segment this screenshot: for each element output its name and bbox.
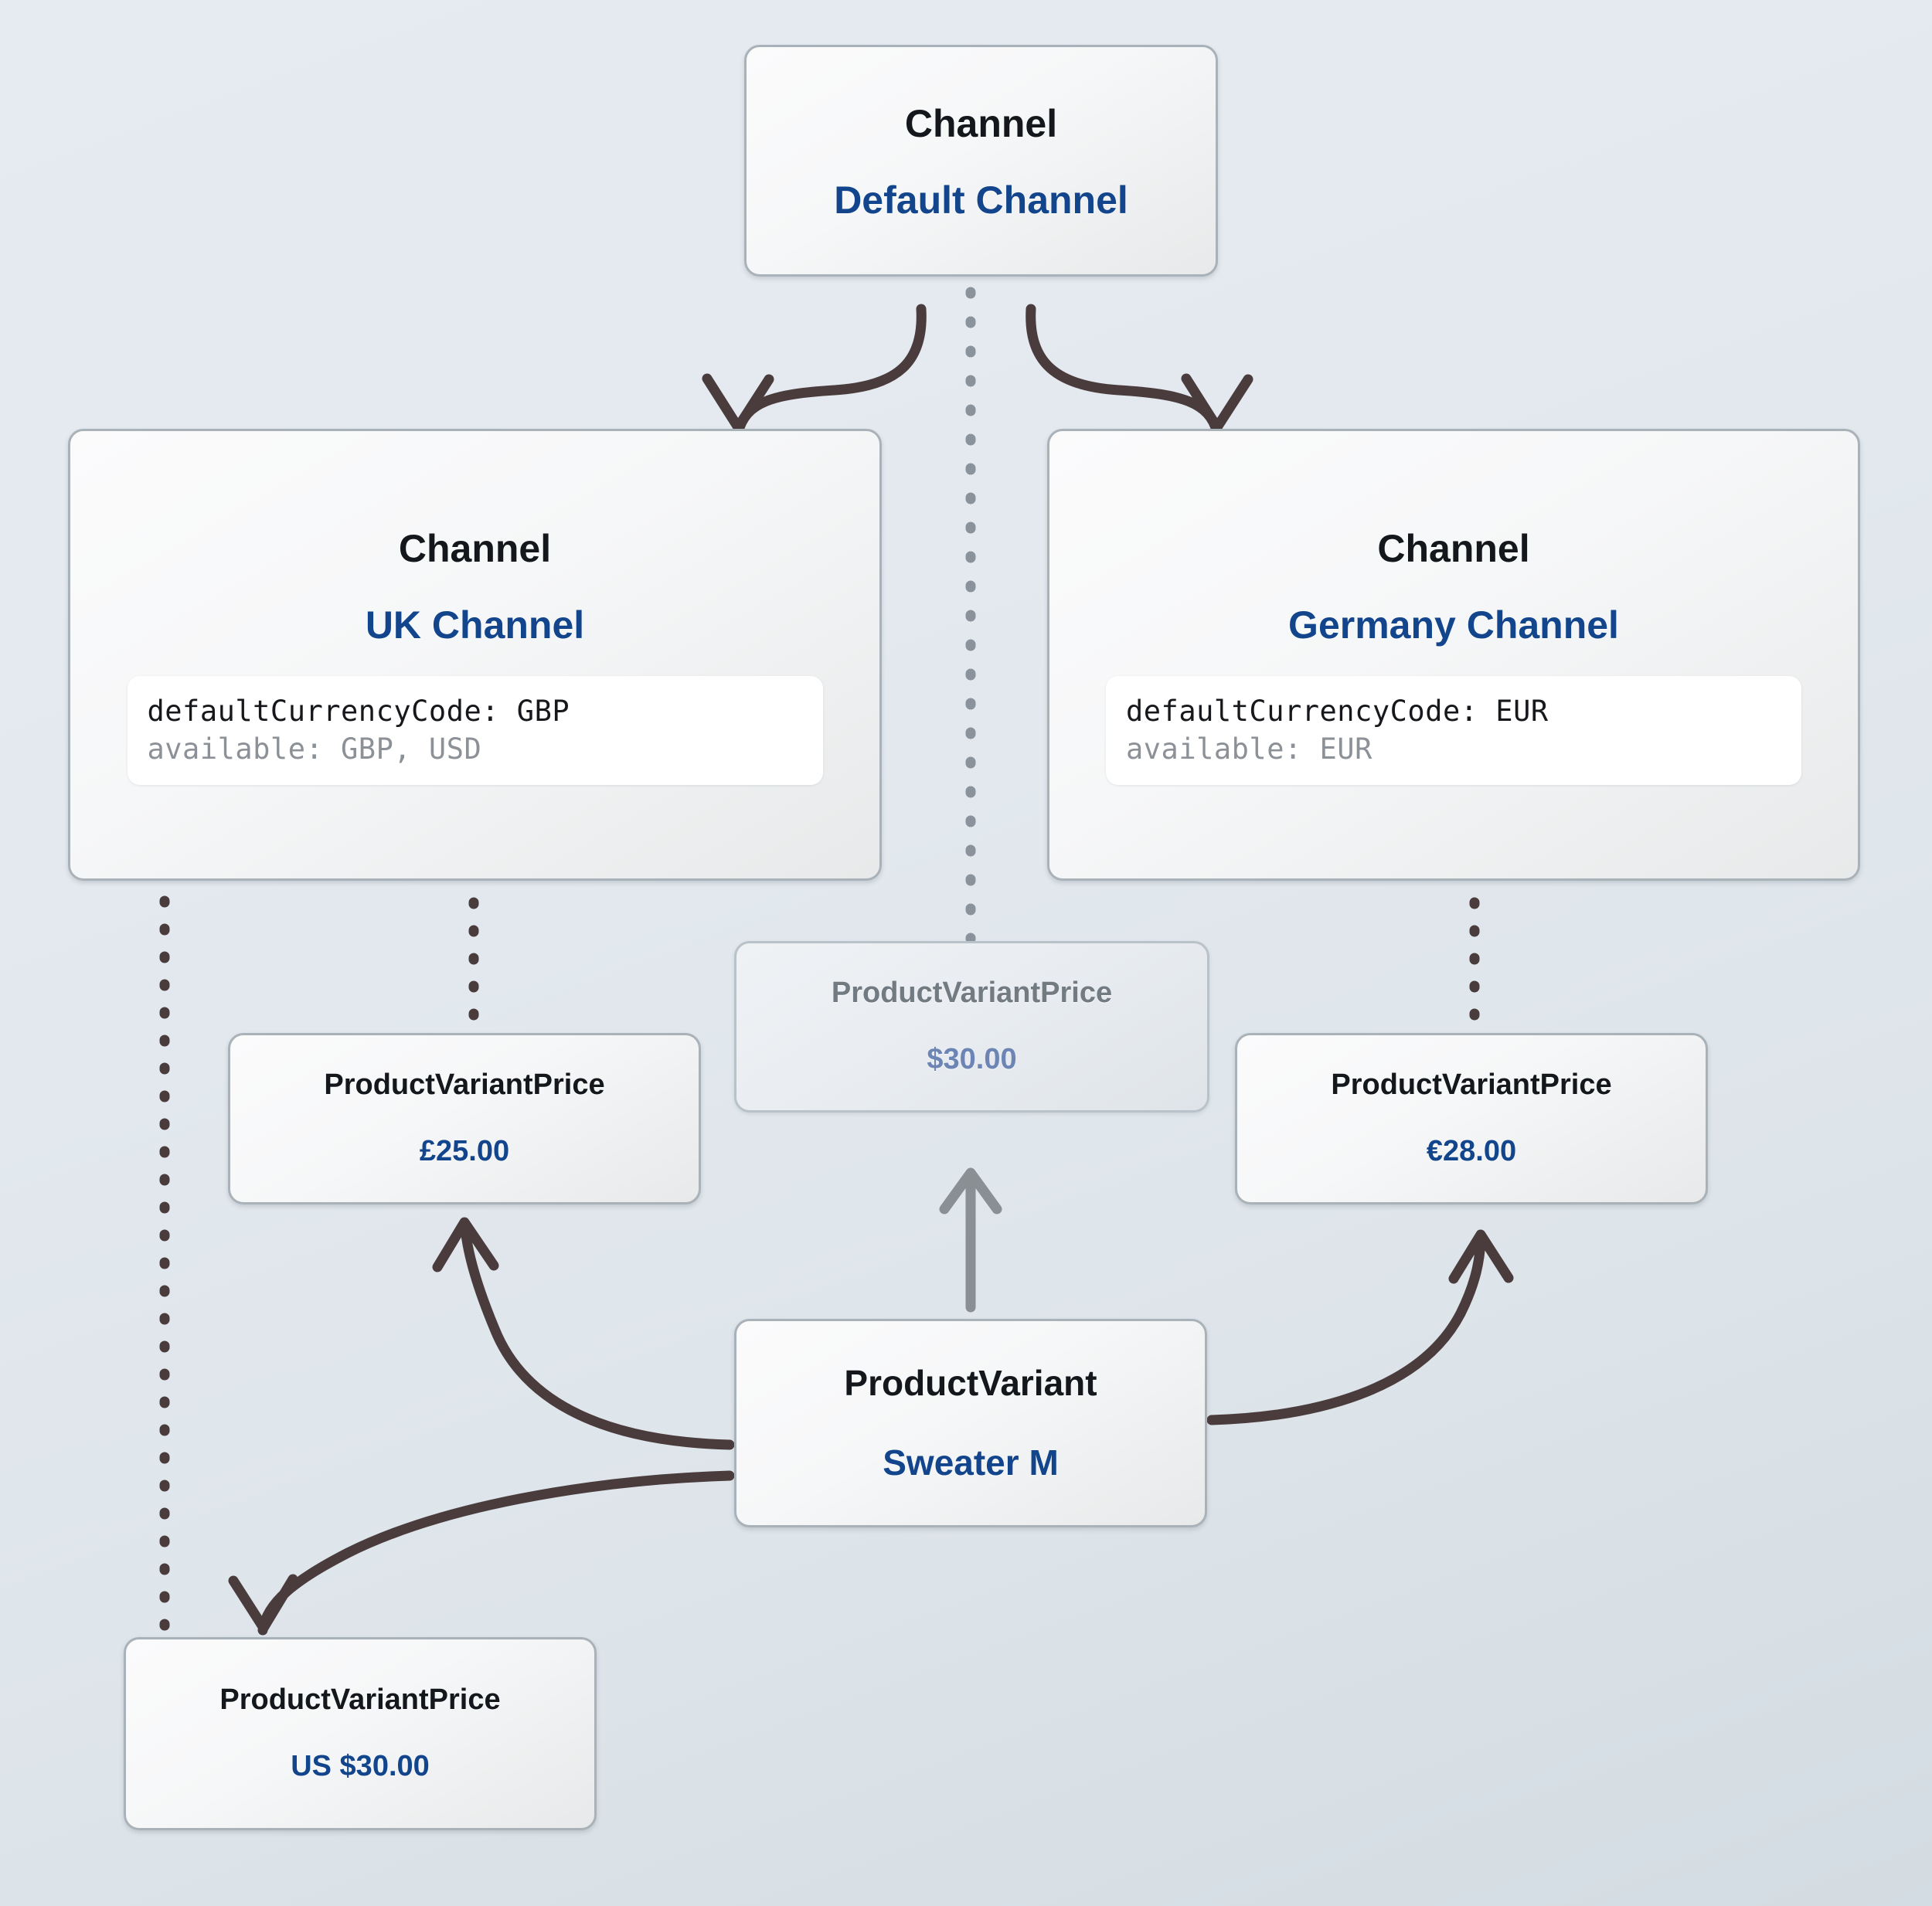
link-default-to-germany: [1026, 304, 1253, 438]
link-variant-to-gbp-price: [432, 1217, 735, 1450]
node-type-label: Channel: [398, 526, 552, 570]
node-type-label: ProductVariantPrice: [831, 977, 1113, 1010]
link-variant-to-ghost-price: [939, 1167, 1002, 1313]
uk-channel-currency-codeblock: defaultCurrencyCode: GBP available: GBP,…: [127, 675, 823, 786]
node-value-label: £25.00: [419, 1135, 510, 1167]
node-product-variant-price-usd-ghost[interactable]: ProductVariantPrice $30.00: [734, 941, 1209, 1113]
node-value-label: Sweater M: [883, 1442, 1059, 1483]
node-value-label: Default Channel: [834, 178, 1128, 222]
node-value-label: UK Channel: [365, 603, 585, 647]
code-line-default-currency: defaultCurrencyCode: GBP: [147, 694, 570, 728]
node-germany-channel[interactable]: Channel Germany Channel defaultCurrencyC…: [1047, 429, 1860, 881]
node-value-label: $30.00: [927, 1043, 1017, 1075]
node-type-label: ProductVariantPrice: [324, 1069, 605, 1102]
node-product-variant-price-gbp[interactable]: ProductVariantPrice £25.00: [228, 1033, 701, 1204]
node-type-label: ProductVariantPrice: [219, 1683, 501, 1717]
node-value-label: Germany Channel: [1288, 603, 1619, 647]
code-line-available-currencies: available: EUR: [1126, 732, 1372, 766]
link-default-to-uk: [702, 304, 927, 438]
node-default-channel[interactable]: Channel Default Channel: [744, 45, 1218, 277]
node-type-label: Channel: [1377, 526, 1530, 570]
node-type-label: ProductVariant: [844, 1363, 1097, 1404]
node-type-label: Channel: [904, 102, 1058, 145]
node-value-label: €28.00: [1426, 1135, 1517, 1167]
node-type-label: ProductVariantPrice: [1331, 1069, 1612, 1102]
node-uk-channel[interactable]: Channel UK Channel defaultCurrencyCode: …: [68, 429, 882, 881]
link-variant-to-us-price: [228, 1470, 735, 1636]
code-line-available-currencies: available: GBP, USD: [147, 732, 482, 766]
link-variant-to-eur-price: [1206, 1229, 1514, 1425]
node-product-variant-price-eur[interactable]: ProductVariantPrice €28.00: [1235, 1033, 1708, 1204]
code-line-default-currency: defaultCurrencyCode: EUR: [1126, 694, 1549, 728]
germany-channel-currency-codeblock: defaultCurrencyCode: EUR available: EUR: [1106, 675, 1801, 786]
node-product-variant-price-us[interactable]: ProductVariantPrice US $30.00: [124, 1637, 597, 1830]
node-value-label: US $30.00: [291, 1750, 430, 1782]
node-product-variant[interactable]: ProductVariant Sweater M: [734, 1319, 1207, 1527]
